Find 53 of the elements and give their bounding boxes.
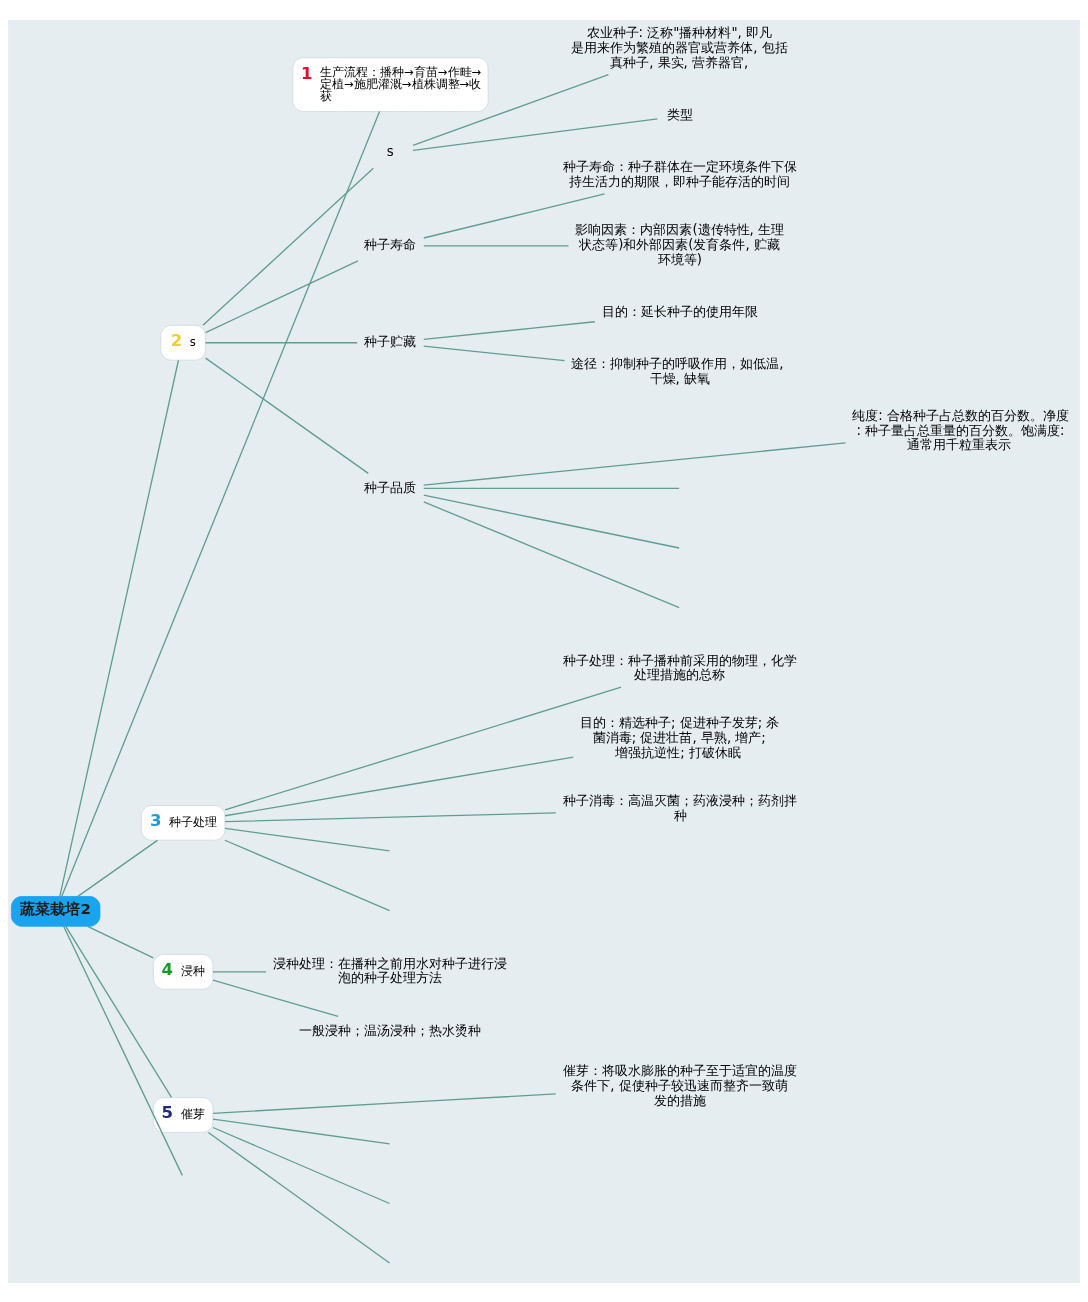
node-text: 种子寿命：种子群体在一定环境条件下保持生活力的期限，即种子能存活的时间 [562,158,797,189]
node-text: 农业种子: 泛称"播种材料", 即凡是用来作为繁殖的器官或营养体, 包括真种子, 果实, 营养器官, [571,24,788,70]
connector [423,487,680,489]
node-text: 目的：延长种子的使用年限 [601,303,758,319]
connector [423,494,680,549]
node-text: 种子处理：种子播种前采用的物理，化学处理措施的总称 [562,652,797,682]
node-text: 类型 [666,106,693,122]
node-box: 4 浸种 [152,953,214,990]
connector [422,441,847,486]
connector [224,686,622,810]
node-text: 种子消毒：高温灭菌；药液浸种；药剂拌种 [562,792,797,823]
connector [423,320,596,340]
node-text: 种子寿命 [363,236,416,252]
connector [204,259,359,333]
connector [86,925,154,958]
connector [63,925,183,1176]
connector [423,244,570,247]
connector [423,192,606,239]
connector [212,1117,391,1145]
node-text: 纯度: 合格种子占总数的百分数。净度: 种子量占总重量的百分数。饱满度: 通常用千粒重表示 [852,407,1069,452]
node-text: 浸种处理：在播种之前用水对种子进行浸泡的种子处理方法 [272,955,507,985]
node-text: 种子贮藏 [363,333,416,349]
node-text: 一般浸种；温汤浸种；热水烫种 [299,1022,482,1038]
connector [204,356,369,474]
connector [224,827,391,852]
connector [61,110,381,897]
node-text: 途径：抑制种子的呼吸作用，如低温, 干燥, 缺氧 [571,355,784,386]
connector [224,811,557,822]
node-box: 5 催芽 [152,1096,214,1133]
connector [77,839,159,897]
node-text: 目的：精选种子; 促进种子发芽; 杀菌消毒; 促进壮苗, 早熟, 增产; 增强抗逆性; 打破休眠 [580,714,780,760]
connector [204,341,358,343]
node-box: 蔬菜栽培2 [11,895,101,927]
node-text: s [386,143,394,159]
connector [412,117,659,151]
node-text: 催芽：将吸水膨胀的种子至于适宜的温度条件下, 促使种子较迅速而整齐一致萌发的措施 [562,1062,797,1108]
node-box: 3 种子处理 [140,804,226,841]
connector [224,839,391,911]
connector [202,167,374,326]
connector [212,1126,391,1204]
connector [423,500,680,608]
node-box: 2 s [160,324,206,361]
connector [212,970,267,972]
connector [423,345,566,361]
connector [412,73,610,146]
node-text: 影响因素：内部因素(遗传特性, 生理状态等)和外部因素(发育条件, 贮藏环境等) [575,221,785,267]
connector [212,1092,557,1114]
node-text: 种子品质 [363,479,416,495]
connector [207,1131,391,1264]
connector [65,925,173,1098]
connector [212,979,339,1017]
connector [59,359,180,897]
connector [224,756,574,816]
